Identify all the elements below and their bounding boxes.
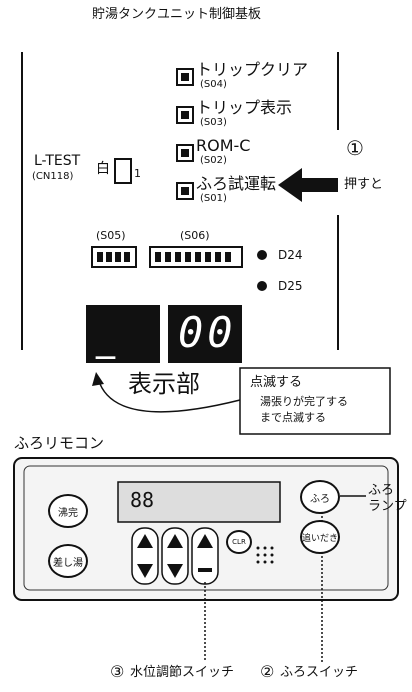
dip-switch-s05 — [91, 246, 137, 268]
lcd-digits: 88 — [130, 488, 155, 512]
connector-color: 白 — [96, 161, 110, 177]
display-left — [86, 305, 160, 363]
ltest-code: (CN118) — [32, 171, 74, 182]
note-title: 点滅する — [250, 375, 303, 390]
remote-lcd — [117, 481, 281, 523]
note-line2: まで点滅する — [260, 411, 326, 424]
note-box — [239, 367, 391, 435]
led-d25-label: D25 — [278, 279, 303, 293]
connector-pin: 1 — [134, 167, 141, 180]
ltest-label: L-TEST — [34, 153, 81, 169]
step1-marker: ① — [346, 136, 364, 160]
button-s04-code: (S04) — [200, 79, 227, 90]
button-s03-label: トリップ表示 — [196, 98, 293, 117]
led-d24 — [257, 250, 267, 260]
connector-icon — [114, 158, 132, 184]
dip-s05-label: (S05) — [96, 229, 126, 242]
button-s02-label: ROM-C — [196, 136, 251, 155]
boil-button[interactable]: 沸完 — [48, 494, 88, 528]
push-arrow-icon — [278, 168, 338, 202]
step3-text: 水位調節スイッチ — [130, 665, 235, 680]
clear-button[interactable]: CLR — [226, 530, 252, 554]
button-s01-code: (S01) — [200, 193, 227, 204]
bath-button[interactable]: ふろ — [300, 480, 340, 514]
button-s01[interactable] — [176, 182, 194, 200]
button-s01-label: ふろ試運転 — [196, 174, 277, 193]
remote-title: ふろリモコン — [14, 434, 105, 452]
display-label: 表示部 — [128, 370, 200, 398]
button-s03-code: (S03) — [200, 117, 227, 128]
step2-marker: ② — [260, 662, 275, 681]
bath-lamp-line2: ランプ — [368, 499, 407, 514]
button-s02[interactable] — [176, 144, 194, 162]
led-d24-label: D24 — [278, 248, 303, 262]
dip-switch-s06 — [149, 246, 243, 268]
button-s02-code: (S02) — [200, 155, 227, 166]
display-right — [168, 305, 242, 363]
bath-lamp-line1: ふろ — [368, 483, 395, 498]
step1-text: 押すと — [344, 177, 384, 192]
reheat-button[interactable]: 追いだき — [300, 520, 340, 554]
note-line1: 湯張りが完了する — [260, 395, 348, 408]
dip-s06-label: (S06) — [180, 229, 210, 242]
display-right-text: 00 — [178, 308, 237, 357]
add-hot-water-button[interactable]: 差し湯 — [48, 544, 88, 578]
button-s04-label: トリップクリア — [196, 60, 309, 79]
button-s03[interactable] — [176, 106, 194, 124]
step3-marker: ③ — [110, 662, 125, 681]
button-s04[interactable] — [176, 68, 194, 86]
step2-text: ふろスイッチ — [280, 665, 359, 680]
led-d25 — [257, 281, 267, 291]
board-title: 貯湯タンクユニット制御基板 — [92, 7, 262, 22]
display-left-text: _ — [96, 315, 115, 359]
